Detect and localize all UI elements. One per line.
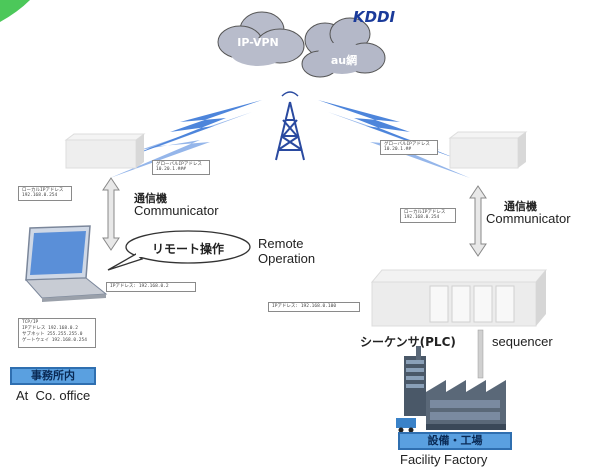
remote-operation-bubble — [107, 230, 251, 271]
radio-tower-icon — [275, 91, 305, 161]
ipvpn-label: IP-VPN — [237, 36, 279, 49]
right-global-ip-label: グローバルIPアドレス — [384, 142, 430, 147]
left-global-ip-label: グローバルIPアドレス — [156, 162, 202, 167]
pc-settings-line: TCP/IP — [22, 320, 39, 325]
pc-ip-box: IPアドレス: 192.168.0.2 — [106, 282, 196, 292]
laptop-icon — [24, 225, 108, 302]
link-arrow-right — [469, 185, 487, 257]
right-local-ip-label: ローカルIPアドレス — [404, 210, 446, 215]
left-local-ip-box: ローカルIPアドレス 192.168.0.254 — [18, 186, 72, 201]
right-communicator-label-jp: 通信機 — [504, 200, 537, 213]
left-communicator-label-en: Communicator — [134, 203, 219, 218]
right-local-ip-box: ローカルIPアドレス 192.168.0.254 — [400, 208, 456, 223]
facility-badge: 設備・工場 — [398, 432, 512, 450]
sequencer-label-jp: シーケンサ(PLC) — [360, 335, 456, 349]
au-label: au網 — [331, 53, 357, 67]
plc-ip-box: IPアドレス: 192.168.0.100 — [268, 302, 360, 312]
left-global-ip-box: グローバルIPアドレス 10.20.1.### — [152, 160, 210, 175]
right-global-ip-box: グローバルIPアドレス 10.20.1.## — [380, 140, 438, 155]
pc-settings-box: TCP/IP IPアドレス 192.168.0.2 サブネット 255.255.… — [18, 318, 96, 348]
corner-accent — [0, 0, 30, 22]
plc-ip-text: IPアドレス: 192.168.0.100 — [272, 304, 337, 309]
remote-operation-bubble-text: リモート操作 — [151, 242, 224, 256]
plc-icon — [370, 269, 548, 327]
right-global-ip-value: 10.20.1.## — [384, 147, 412, 152]
pc-settings-line: IPアドレス 192.168.0.2 — [22, 326, 78, 331]
ipvpn-cloud: IP-VPN — [217, 11, 305, 66]
wireless-signal-right — [318, 100, 470, 178]
plc-cable — [477, 329, 484, 379]
pc-settings-line: ゲートウェイ 192.168.0.254 — [22, 338, 87, 343]
pc-settings-line: サブネット 255.255.255.0 — [22, 332, 83, 337]
communicator-left-icon — [64, 133, 146, 169]
pc-ip-text: IPアドレス: 192.168.0.2 — [110, 284, 169, 289]
factory-icon — [396, 346, 506, 433]
left-communicator-label-jp: 通信機 — [134, 192, 167, 205]
office-label-en: At Co. office — [16, 388, 91, 403]
remote-operation-label-en: Remote Operation — [258, 236, 316, 266]
right-communicator-label-en: Communicator — [486, 211, 571, 226]
au-cloud: au網 — [301, 17, 386, 78]
sequencer-label-en: sequencer — [492, 334, 553, 349]
office-badge: 事務所内 — [10, 367, 96, 385]
left-local-ip-value: 192.168.0.254 — [22, 193, 58, 198]
link-arrow-left — [102, 177, 120, 251]
communicator-right-icon — [448, 131, 528, 169]
left-global-ip-value: 10.20.1.### — [156, 167, 186, 172]
left-local-ip-label: ローカルIPアドレス — [22, 188, 64, 193]
right-local-ip-value: 192.168.0.254 — [404, 215, 440, 220]
facility-label-en: Facility Factory — [400, 452, 488, 467]
kddi-logo: KDDI — [353, 8, 396, 26]
